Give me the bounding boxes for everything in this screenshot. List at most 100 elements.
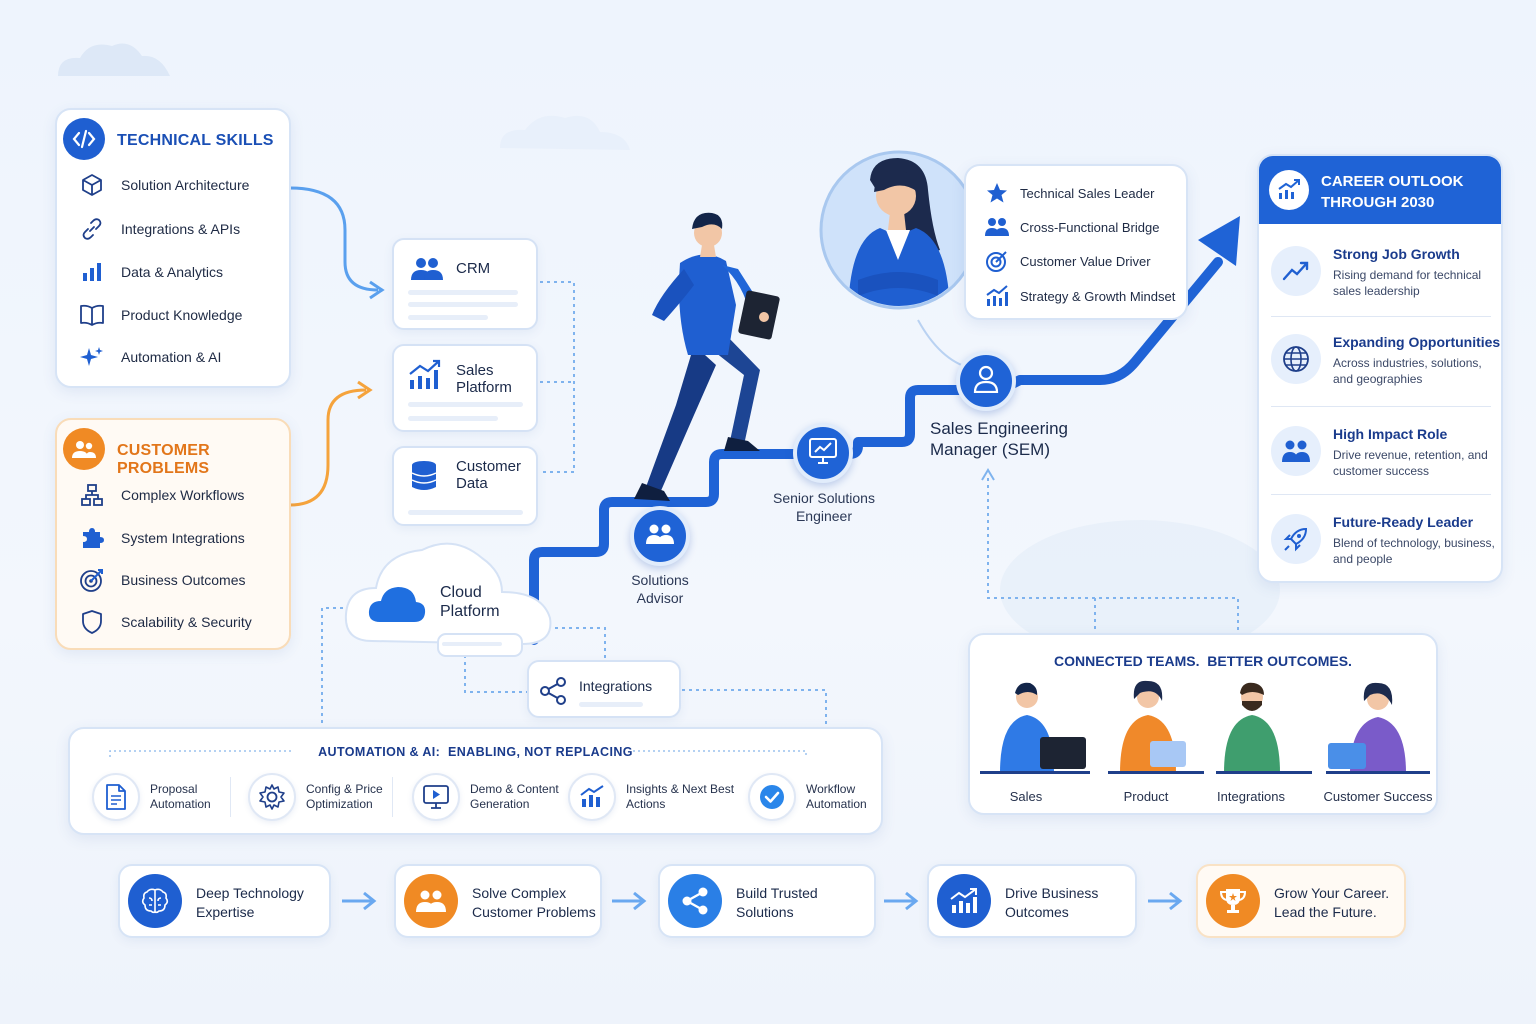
arrow-right-icon <box>612 891 647 911</box>
skill-label: Solution Architecture <box>121 177 250 193</box>
puzzle-icon <box>79 525 105 551</box>
automation-title-rule <box>109 750 807 757</box>
link-icon <box>79 216 105 242</box>
technical-skills-title: TECHNICAL SKILLS <box>117 132 274 149</box>
team-icon <box>1271 426 1321 476</box>
problem-item: Scalability & Security <box>79 609 252 635</box>
skill-label: Data & Analytics <box>121 264 223 280</box>
senior-solutions-engineer-node[interactable] <box>793 423 853 483</box>
check-icon <box>748 773 796 821</box>
gear-icon <box>248 773 296 821</box>
flow-step-label: Deep Technology Expertise <box>196 885 304 920</box>
skill-item: Solution Architecture <box>79 172 249 198</box>
role-attribute-item: Customer Value Driver <box>984 250 1151 272</box>
team-icon <box>645 523 675 550</box>
outlook-title: Expanding Opportunities <box>1333 334 1501 350</box>
crm-label: CRM <box>456 260 491 277</box>
team-label-integrations: Integrations <box>1217 789 1285 804</box>
flow-step-business-outcomes: Drive Business Outcomes <box>927 864 1137 938</box>
integrations-label: Integrations <box>579 678 653 694</box>
customer-problems-panel: CUSTOMER PROBLEMS Complex Workflows Syst… <box>55 418 291 650</box>
sales-engineering-manager-node[interactable] <box>956 351 1016 411</box>
sparkle-icon <box>79 344 105 370</box>
share-icon <box>668 874 722 928</box>
automation-label: Demo & Content Generation <box>470 782 559 811</box>
workflow-icon <box>79 482 105 508</box>
automation-label: Proposal Automation <box>150 782 211 811</box>
book-icon <box>79 302 105 328</box>
automation-label: Insights & Next Best Actions <box>626 782 735 811</box>
team-label-sales: Sales <box>1009 789 1043 804</box>
cloud-icon <box>368 584 426 629</box>
problem-item: Business Outcomes <box>79 567 246 593</box>
integrations-card: Integrations <box>527 660 681 718</box>
automation-item: Config & Price Optimization <box>248 773 383 821</box>
cloud-platform-label: Cloud Platform <box>440 584 500 620</box>
technical-skills-panel: TECHNICAL SKILLS Solution Architecture I… <box>55 108 291 388</box>
automation-panel: AUTOMATION & AI: ENABLING, NOT REPLACING… <box>68 727 883 835</box>
star-icon <box>984 182 1010 204</box>
solutions-advisor-node[interactable] <box>630 506 690 566</box>
outlook-desc: Drive revenue, retention, and customer s… <box>1333 448 1488 478</box>
globe-icon <box>1271 334 1321 384</box>
outlook-title: Future-Ready Leader <box>1333 514 1474 530</box>
outlook-desc: Blend of technology, business, and peopl… <box>1333 536 1495 566</box>
presentation-icon <box>808 437 838 470</box>
arrow-right-icon <box>342 891 377 911</box>
role-attribute-item: Cross-Functional Bridge <box>984 216 1159 238</box>
team-label-product: Product <box>1123 789 1169 804</box>
flow-step-deep-technology: Deep Technology Expertise <box>118 864 331 938</box>
people-icon <box>63 428 105 470</box>
target-icon <box>79 567 105 593</box>
play-screen-icon <box>412 773 460 821</box>
career-outlook-title: CAREER OUTLOOK THROUGH 2030 <box>1321 173 1464 211</box>
skill-label: Integrations & APIs <box>121 221 241 237</box>
sales-engineering-manager-label: Sales Engineering Manager (SEM) <box>930 419 1068 459</box>
arrow-right-icon <box>884 891 919 911</box>
brain-icon <box>128 874 182 928</box>
flow-step-grow-career: Grow Your Career. Lead the Future. <box>1196 864 1406 938</box>
database-icon <box>410 460 438 497</box>
chart-icon <box>568 773 616 821</box>
team-label-customer-success: Customer Success <box>1323 789 1433 804</box>
skill-label: Product Knowledge <box>121 307 243 323</box>
role-attribute-label: Technical Sales Leader <box>1020 185 1155 201</box>
people-icon <box>410 256 444 287</box>
target-icon <box>984 250 1010 272</box>
role-attribute-label: Strategy & Growth Mindset <box>1020 288 1176 304</box>
flow-step-solve-problems: Solve Complex Customer Problems <box>394 864 602 938</box>
skill-item: Automation & AI <box>79 344 221 370</box>
automation-item: Proposal Automation <box>92 773 211 821</box>
role-attribute-label: Cross-Functional Bridge <box>1020 219 1160 235</box>
problem-label: Business Outcomes <box>121 572 246 588</box>
connected-teams-panel: CONNECTED TEAMS. BETTER OUTCOMES. Sales … <box>968 633 1438 815</box>
senior-solutions-engineer-label: Senior Solutions Engineer <box>773 490 875 524</box>
skill-item: Product Knowledge <box>79 302 242 328</box>
outlook-item: Strong Job Growth Rising demand for tech… <box>1271 240 1501 324</box>
growth-chart-icon <box>984 285 1010 307</box>
people-icon <box>404 874 458 928</box>
role-attribute-item: Technical Sales Leader <box>984 182 1154 204</box>
share-icon <box>539 676 567 711</box>
flow-step-label: Grow Your Career. Lead the Future. <box>1274 885 1390 920</box>
problem-label: Complex Workflows <box>121 487 245 503</box>
outlook-title: High Impact Role <box>1333 426 1448 442</box>
problem-item: System Integrations <box>79 525 245 551</box>
rocket-icon <box>1271 514 1321 564</box>
automation-label: Config & Price Optimization <box>306 782 383 811</box>
outlook-item: Future-Ready Leader Blend of technology,… <box>1271 508 1501 581</box>
outlook-desc: Across industries, solutions, and geogra… <box>1333 356 1482 386</box>
problem-label: System Integrations <box>121 530 245 546</box>
role-attribute-item: Strategy & Growth Mindset <box>984 285 1175 307</box>
user-icon <box>973 365 999 398</box>
customer-problems-title: CUSTOMER PROBLEMS <box>117 442 210 477</box>
arrow-right-icon <box>1148 891 1183 911</box>
role-attribute-label: Customer Value Driver <box>1020 253 1151 269</box>
automation-label: Workflow Automation <box>806 782 867 811</box>
automation-title: AUTOMATION & AI: ENABLING, NOT REPLACING <box>318 745 633 759</box>
flow-step-trusted-solutions: Build Trusted Solutions <box>658 864 876 938</box>
outlook-desc: Rising demand for technical sales leader… <box>1333 268 1482 298</box>
trend-up-icon <box>1269 170 1309 210</box>
crm-card: CRM <box>392 238 538 330</box>
